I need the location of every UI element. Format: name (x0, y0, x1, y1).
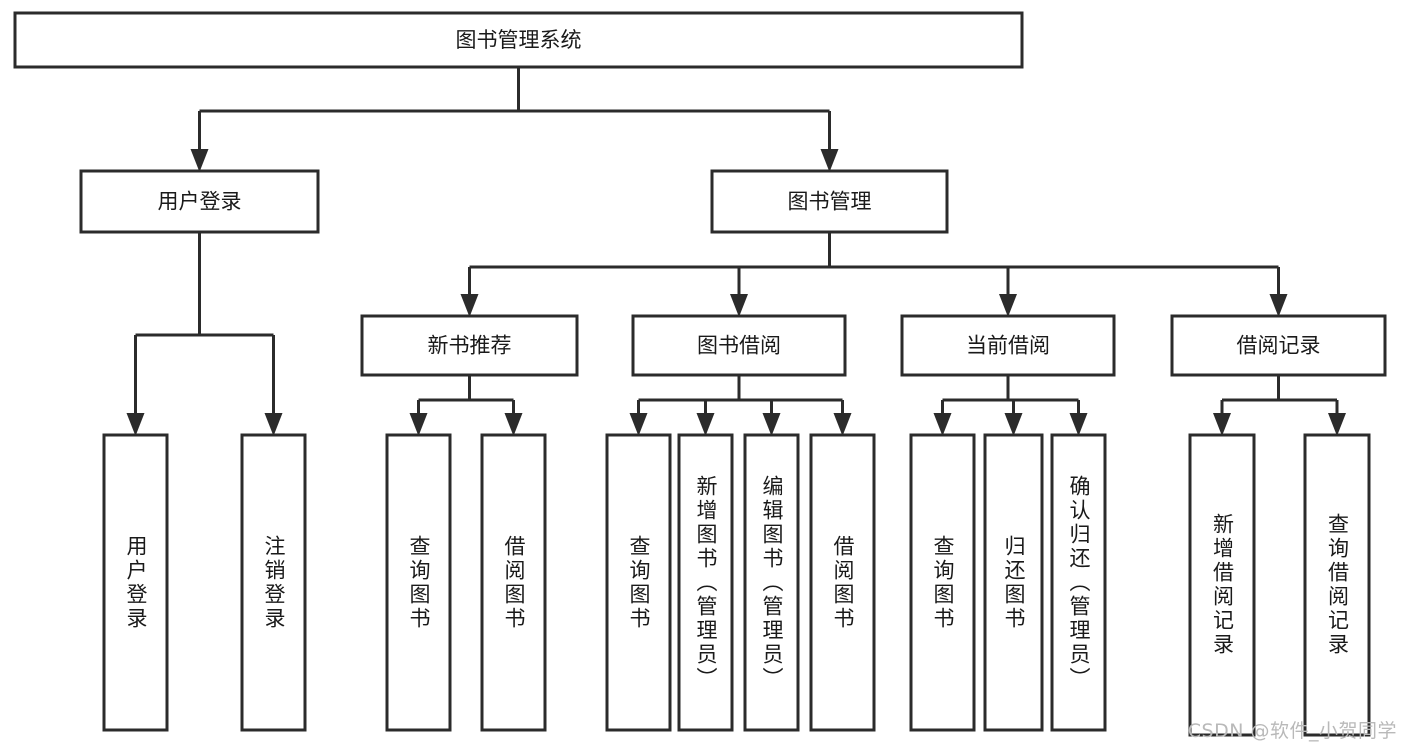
arrowhead-icon-current-borrow (999, 294, 1017, 317)
node-label-book-borrow: 图书借阅 (697, 334, 781, 358)
arrowhead-icon-leaf-user-login (126, 413, 145, 436)
arrowhead-icon-leaf-edit-book (762, 413, 781, 436)
node-label-borrow-record: 借阅记录 (1237, 334, 1321, 358)
edges-layer (126, 67, 1346, 436)
arrowhead-icon-leaf-query-book-1 (409, 413, 428, 436)
node-label-root: 图书管理系统 (456, 28, 582, 52)
node-box-root[interactable] (13, 11, 1024, 69)
arrowhead-icon-book-manage (820, 149, 839, 172)
node-box-leaf-edit-book[interactable] (743, 433, 800, 732)
node-box-leaf-query-book-1[interactable] (385, 433, 452, 732)
arrowhead-icon-borrow-record (1269, 294, 1288, 317)
node-box-user-login[interactable] (79, 169, 320, 234)
node-box-leaf-logout[interactable] (240, 433, 307, 732)
node-box-current-borrow[interactable] (900, 314, 1116, 377)
arrowhead-icon-new-book-recommend (460, 294, 479, 317)
arrowhead-icon-leaf-add-book (696, 413, 715, 436)
arrowhead-icon-leaf-query-book-2 (629, 413, 648, 436)
node-box-leaf-borrow-book-1[interactable] (480, 433, 547, 732)
arrowhead-icon-leaf-query-book-3 (933, 413, 952, 436)
node-box-book-manage[interactable] (710, 169, 949, 234)
arrowhead-icon-leaf-confirm-return (1069, 413, 1088, 436)
node-box-leaf-add-book[interactable] (677, 433, 734, 732)
node-label-new-book-recommend: 新书推荐 (428, 334, 512, 358)
node-box-leaf-query-borrow-record[interactable] (1303, 433, 1371, 737)
node-box-leaf-return-book[interactable] (983, 433, 1044, 732)
node-label-book-manage: 图书管理 (788, 190, 872, 214)
node-box-leaf-add-borrow-record[interactable] (1188, 433, 1256, 737)
node-box-leaf-query-book-3[interactable] (909, 433, 976, 732)
arrowhead-icon-leaf-borrow-book-2 (833, 413, 852, 436)
node-box-borrow-record[interactable] (1170, 314, 1387, 377)
arrowhead-icon-leaf-query-borrow-record (1328, 413, 1346, 436)
arrowhead-icon-leaf-return-book (1004, 413, 1023, 436)
boxes-layer (13, 11, 1387, 737)
arrowhead-icon-book-borrow (730, 294, 748, 317)
arrowhead-icon-leaf-add-borrow-record (1213, 413, 1231, 436)
node-label-current-borrow: 当前借阅 (966, 334, 1050, 358)
node-box-new-book-recommend[interactable] (360, 314, 579, 377)
arrowhead-icon-leaf-logout (264, 413, 283, 436)
arrowhead-icon-leaf-borrow-book-1 (504, 413, 523, 436)
node-label-user-login: 用户登录 (158, 190, 242, 214)
node-box-book-borrow[interactable] (631, 314, 847, 377)
node-box-leaf-borrow-book-2[interactable] (809, 433, 876, 732)
watermark-text: CSDN @软件_小贺同学 (1187, 720, 1397, 742)
arrowhead-icon-user-login (190, 149, 209, 172)
node-box-leaf-query-book-2[interactable] (605, 433, 672, 732)
node-box-leaf-user-login[interactable] (102, 433, 169, 732)
node-box-leaf-confirm-return[interactable] (1050, 433, 1107, 732)
